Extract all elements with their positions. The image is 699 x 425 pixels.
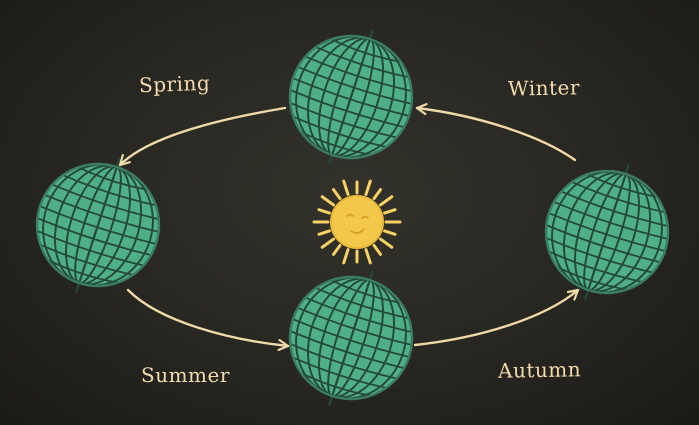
season-label-autumn: Autumn xyxy=(497,357,582,383)
orbit-arrow-right-to-winter xyxy=(415,108,577,162)
sun-icon xyxy=(312,179,402,265)
orbit-arrows xyxy=(118,106,580,347)
earth-globe-icon xyxy=(544,164,670,300)
season-label-summer: Summer xyxy=(141,363,230,387)
earth-globe-icon xyxy=(35,157,161,293)
orbit-arrow-bottom-to-right xyxy=(413,288,580,347)
season-label-winter: Winter xyxy=(507,75,581,101)
earth-globe-icon xyxy=(288,29,414,165)
earth-globe-icon xyxy=(288,270,414,406)
orbit-arrow-left-to-summer xyxy=(126,288,290,346)
season-label-spring: Spring xyxy=(138,70,211,98)
orbit-arrow-spring-to-left xyxy=(118,106,287,167)
